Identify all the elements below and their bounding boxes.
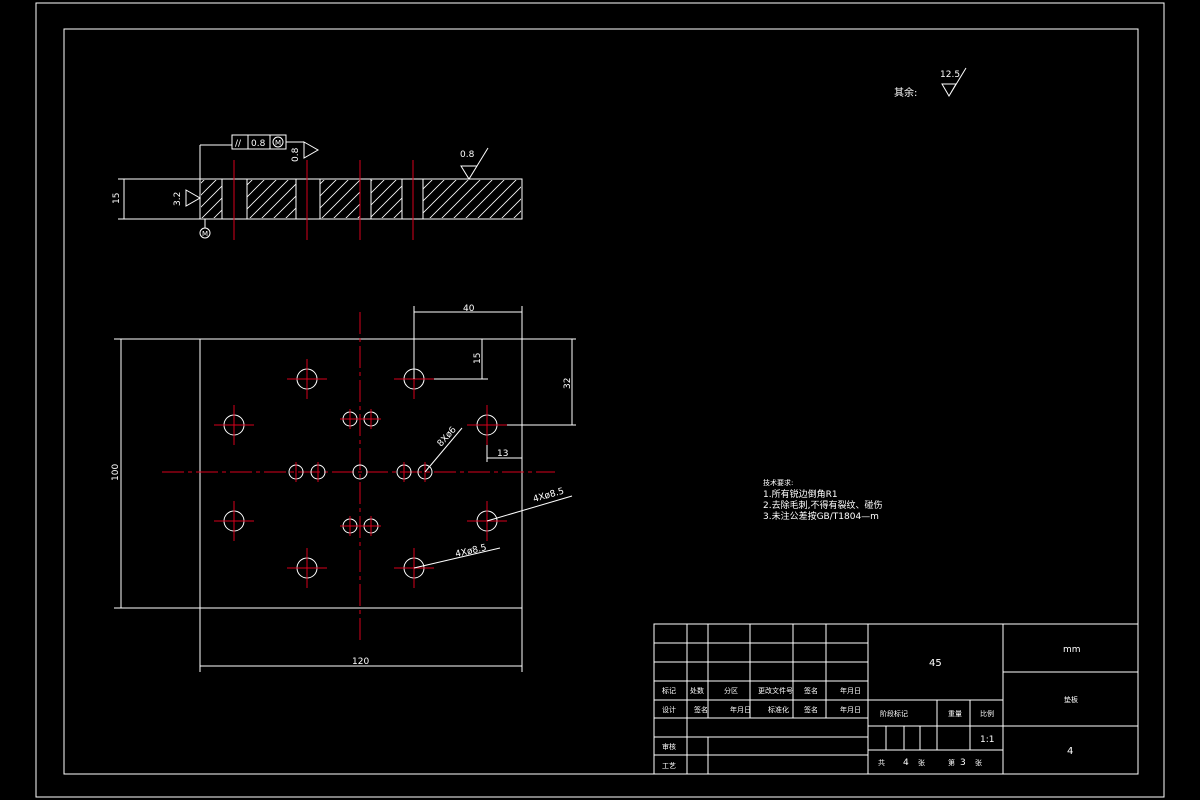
tech-requirements: 技术要求: 1.所有锐边倒角R1 2.去除毛刺,不得有裂纹、碰伤 3.未注公差按… bbox=[763, 478, 882, 522]
tb-label: 分区 bbox=[724, 686, 738, 695]
thickness-dim: 15 bbox=[112, 193, 122, 204]
tolerance-frame-dividers bbox=[247, 135, 271, 149]
tb-sheet-number: 3 bbox=[960, 758, 966, 768]
dim-height-lines bbox=[114, 338, 200, 609]
tb-units: mm bbox=[1063, 645, 1081, 655]
roughness-left-icon bbox=[185, 189, 202, 207]
roughness-mid-value: 0.8 bbox=[291, 147, 301, 162]
hatch-segment-5 bbox=[423, 180, 521, 218]
tb-total-b: 张 bbox=[918, 758, 925, 767]
dim-15: 15 bbox=[473, 353, 483, 364]
roughness-mid-icon bbox=[286, 141, 320, 159]
tb-total-sheets: 4 bbox=[903, 758, 909, 768]
plate-outline bbox=[199, 338, 523, 609]
dim-15-lines bbox=[434, 339, 488, 380]
outer-frame bbox=[35, 2, 1165, 798]
tech-req-heading: 技术要求: bbox=[763, 478, 793, 487]
callout-small-leader bbox=[424, 427, 463, 473]
tb-sheet-b: 张 bbox=[975, 758, 982, 767]
plate-centerlines bbox=[162, 312, 555, 640]
dim-32: 32 bbox=[563, 378, 573, 389]
dim-40-lines bbox=[413, 306, 523, 379]
callout-big-a: 4Xø8.5 bbox=[532, 487, 565, 505]
tb-label: 年月日 bbox=[840, 705, 861, 714]
dim-13: 13 bbox=[497, 449, 508, 459]
tb-label: 设计 bbox=[662, 705, 676, 714]
datum-modifier-icon bbox=[199, 227, 211, 239]
dim-40: 40 bbox=[463, 304, 475, 314]
tb-label: 工艺 bbox=[662, 762, 676, 770]
tech-req-item: 2.去除毛刺,不得有裂纹、碰伤 bbox=[763, 499, 882, 511]
tolerance-symbol: // bbox=[235, 139, 242, 149]
tb-label: 更改文件号 bbox=[758, 686, 793, 695]
tolerance-value: 0.8 bbox=[251, 139, 266, 149]
title-block-left-grid bbox=[654, 624, 869, 774]
dim-13-lines bbox=[486, 445, 523, 462]
title-block-outline bbox=[653, 623, 1139, 775]
dim-height: 100 bbox=[111, 464, 121, 481]
plan-view: 120 100 40 15 32 13 8Xø6 4Xø8.5 4Xø8.5 bbox=[111, 304, 576, 672]
tb-stage-label: 阶段标记 bbox=[880, 709, 908, 718]
dim-width: 120 bbox=[352, 657, 369, 667]
hole-small bbox=[352, 464, 368, 480]
hatch-segment-2 bbox=[247, 180, 296, 218]
tb-label: 审核 bbox=[662, 742, 676, 751]
tb-scale-label: 比例 bbox=[980, 709, 994, 718]
roughness-symbol-icon bbox=[941, 67, 967, 97]
tb-total-a: 共 bbox=[878, 758, 885, 767]
tb-label: 年月日 bbox=[730, 705, 751, 714]
tb-weight-label: 重量 bbox=[948, 710, 962, 718]
tolerance-modifier: M bbox=[275, 139, 281, 147]
dim-32-lines bbox=[507, 338, 576, 426]
tb-drawing-name: 垫板 bbox=[1064, 695, 1078, 704]
section-view: 15 3.2 // 0.8 M 0.8 0.8 M bbox=[112, 134, 523, 240]
roughness-note: 其余: 12.5 bbox=[894, 67, 967, 99]
tb-label: 年月日 bbox=[840, 686, 861, 695]
roughness-top-right-icon bbox=[460, 147, 489, 180]
tb-label: 签名 bbox=[804, 686, 818, 695]
title-block: 标记 处数 分区 更改文件号 签名 年月日 设计 签名 年月日 标准化 签名 年… bbox=[653, 623, 1139, 775]
tb-sheet-a: 第 bbox=[948, 758, 955, 767]
datum-modifier: M bbox=[202, 230, 208, 238]
tb-drawing-number: 4 bbox=[1067, 746, 1073, 757]
roughness-left-value: 3.2 bbox=[173, 192, 183, 206]
tech-req-item: 1.所有锐边倒角R1 bbox=[763, 488, 838, 500]
tech-req-item: 3.未注公差按GB/T1804—m bbox=[763, 510, 879, 522]
dim-width-lines bbox=[199, 608, 523, 672]
hatch-segment-3 bbox=[320, 180, 360, 218]
tb-label: 处数 bbox=[690, 686, 704, 695]
tb-scale-value: 1:1 bbox=[980, 735, 994, 745]
callout-big-b: 4Xø8.5 bbox=[454, 543, 487, 560]
section-centerlines bbox=[233, 160, 414, 240]
roughness-note-value: 12.5 bbox=[940, 70, 960, 80]
hatch-segment-1 bbox=[201, 180, 222, 218]
tb-label: 标准化 bbox=[768, 705, 789, 714]
section-outline bbox=[199, 178, 523, 220]
tolerance-leader bbox=[199, 144, 232, 179]
title-block-right-grid bbox=[1003, 671, 1138, 727]
title-block-mid-grid bbox=[868, 624, 1004, 774]
tb-label: 签名 bbox=[804, 705, 818, 714]
roughness-top-right-value: 0.8 bbox=[460, 150, 475, 160]
tb-material: 45 bbox=[929, 658, 942, 669]
hatch-segment-4 bbox=[371, 180, 402, 218]
thickness-dim-lines bbox=[118, 178, 200, 220]
tb-label: 签名 bbox=[694, 705, 708, 714]
callout-big-b-leader bbox=[413, 547, 501, 569]
roughness-note-label: 其余: bbox=[894, 86, 917, 99]
tb-label: 标记 bbox=[662, 686, 676, 695]
tolerance-modifier-icon bbox=[272, 136, 284, 148]
callout-big-a-leader bbox=[486, 495, 573, 522]
inner-frame bbox=[63, 28, 1139, 775]
